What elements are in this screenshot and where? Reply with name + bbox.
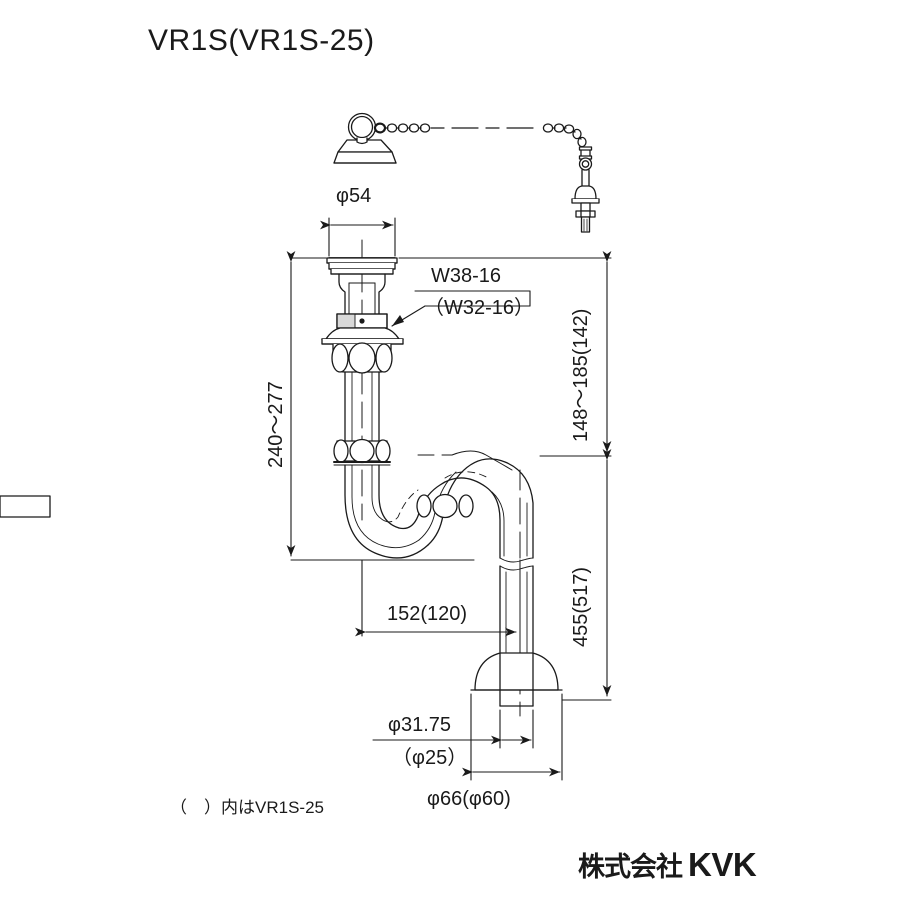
dimension-label-lower-height: 455(517): [570, 566, 592, 647]
dimension-escutcheon-diameter: [462, 693, 563, 781]
pull-ring: [347, 112, 377, 145]
dimension-label-trap-offset: 152(120): [387, 603, 468, 625]
dimension-label-total-height: 240〜277: [265, 381, 287, 468]
chain-stay-bracket: [571, 146, 600, 233]
dimension-label-thread-primary: W38-16: [431, 265, 502, 287]
brand-lockup: 株式会社 KVK: [578, 845, 757, 884]
brand-name: KVK: [688, 846, 757, 883]
rubber-stopper: [333, 139, 397, 164]
slip-joint-nut-top: [331, 342, 393, 374]
ball-chain: [373, 122, 587, 148]
page-title: VR1S(VR1S-25): [148, 24, 375, 57]
dimension-lower-height: [561, 449, 612, 701]
dimension-trap-offset: [355, 559, 521, 637]
dimension-label-thread-alternate: （W32-16）: [424, 297, 535, 319]
s-trap: [344, 458, 534, 559]
dimension-upper-height: [398, 251, 612, 457]
footnote-parenthesis-note: （ ）内はVR1S-25: [170, 798, 324, 817]
dimension-total-height: [286, 251, 475, 561]
dimension-label-flange-diameter: φ54: [336, 185, 372, 207]
vertical-tailpiece: [344, 371, 380, 449]
dimension-label-tailpipe-diameter-alt: （φ25）: [392, 747, 468, 769]
dimension-phi54: [320, 217, 396, 257]
lock-nut-upper: [321, 313, 404, 345]
dimension-label-tailpipe-diameter: φ31.75: [388, 714, 452, 736]
brand-company-prefix: 株式会社: [578, 852, 683, 883]
escutcheon: [470, 652, 563, 707]
outlet-pipe: [499, 557, 534, 653]
dimension-tailpipe-diameter: [372, 709, 534, 749]
drain-flange: [326, 257, 398, 315]
slip-joint-nut-mid: [333, 438, 391, 466]
slip-joint-nut-trap: [0, 493, 474, 519]
dimension-label-upper-height: 148〜185(142): [570, 308, 592, 442]
dimension-label-escutcheon-diameter: φ66(φ60): [427, 788, 511, 810]
leader-thread-label: [391, 290, 531, 327]
